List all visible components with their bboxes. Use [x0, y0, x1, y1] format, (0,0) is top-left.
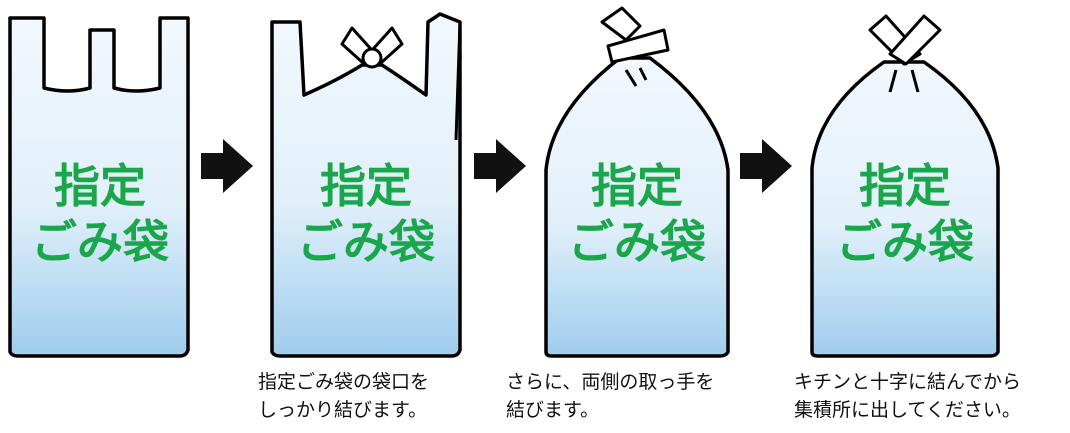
caption-line1: 指定ごみ袋の袋口を: [258, 371, 430, 393]
bag-label-step1: 指定 ごみ袋: [0, 158, 200, 270]
bag-label-line2: ごみ袋: [836, 215, 974, 269]
caption-line2: 集積所に出してください。: [794, 399, 1021, 421]
caption-line1: さらに、両側の取っ手を: [506, 371, 715, 393]
right-arrow-icon: [201, 139, 253, 193]
caption-line2: しっかり結びます。: [258, 399, 428, 421]
bag-mouth-tied: [270, 12, 462, 358]
bag-cross-tied: [810, 14, 1000, 358]
right-arrow-icon: [740, 139, 792, 193]
caption-step2: 指定ごみ袋の袋口を しっかり結びます。: [258, 368, 429, 424]
caption-step3: さらに、両側の取っ手を 結びます。: [506, 368, 714, 424]
bag-label-line2: ごみ袋: [31, 215, 169, 269]
bag-label-line2: ごみ袋: [297, 215, 435, 269]
bag-open: [8, 16, 190, 358]
right-arrow-icon: [474, 139, 526, 193]
caption-line1: キチンと十字に結んでから: [794, 371, 1022, 393]
bag-label-line1: 指定: [859, 159, 951, 213]
bag-label-step4: 指定 ごみ袋: [805, 158, 1005, 270]
caption-line2: 結びます。: [506, 399, 600, 421]
bag-label-line1: 指定: [320, 159, 412, 213]
bag-label-step3: 指定 ごみ袋: [537, 158, 737, 270]
caption-step4: キチンと十字に結んでから 集積所に出してください。: [794, 368, 1021, 424]
bag-label-line2: ごみ袋: [568, 215, 706, 269]
bag-label-line1: 指定: [54, 159, 146, 213]
bag-label-step2: 指定 ごみ袋: [266, 158, 466, 270]
bag-handles-tied: [544, 6, 730, 358]
bag-label-line1: 指定: [591, 159, 683, 213]
